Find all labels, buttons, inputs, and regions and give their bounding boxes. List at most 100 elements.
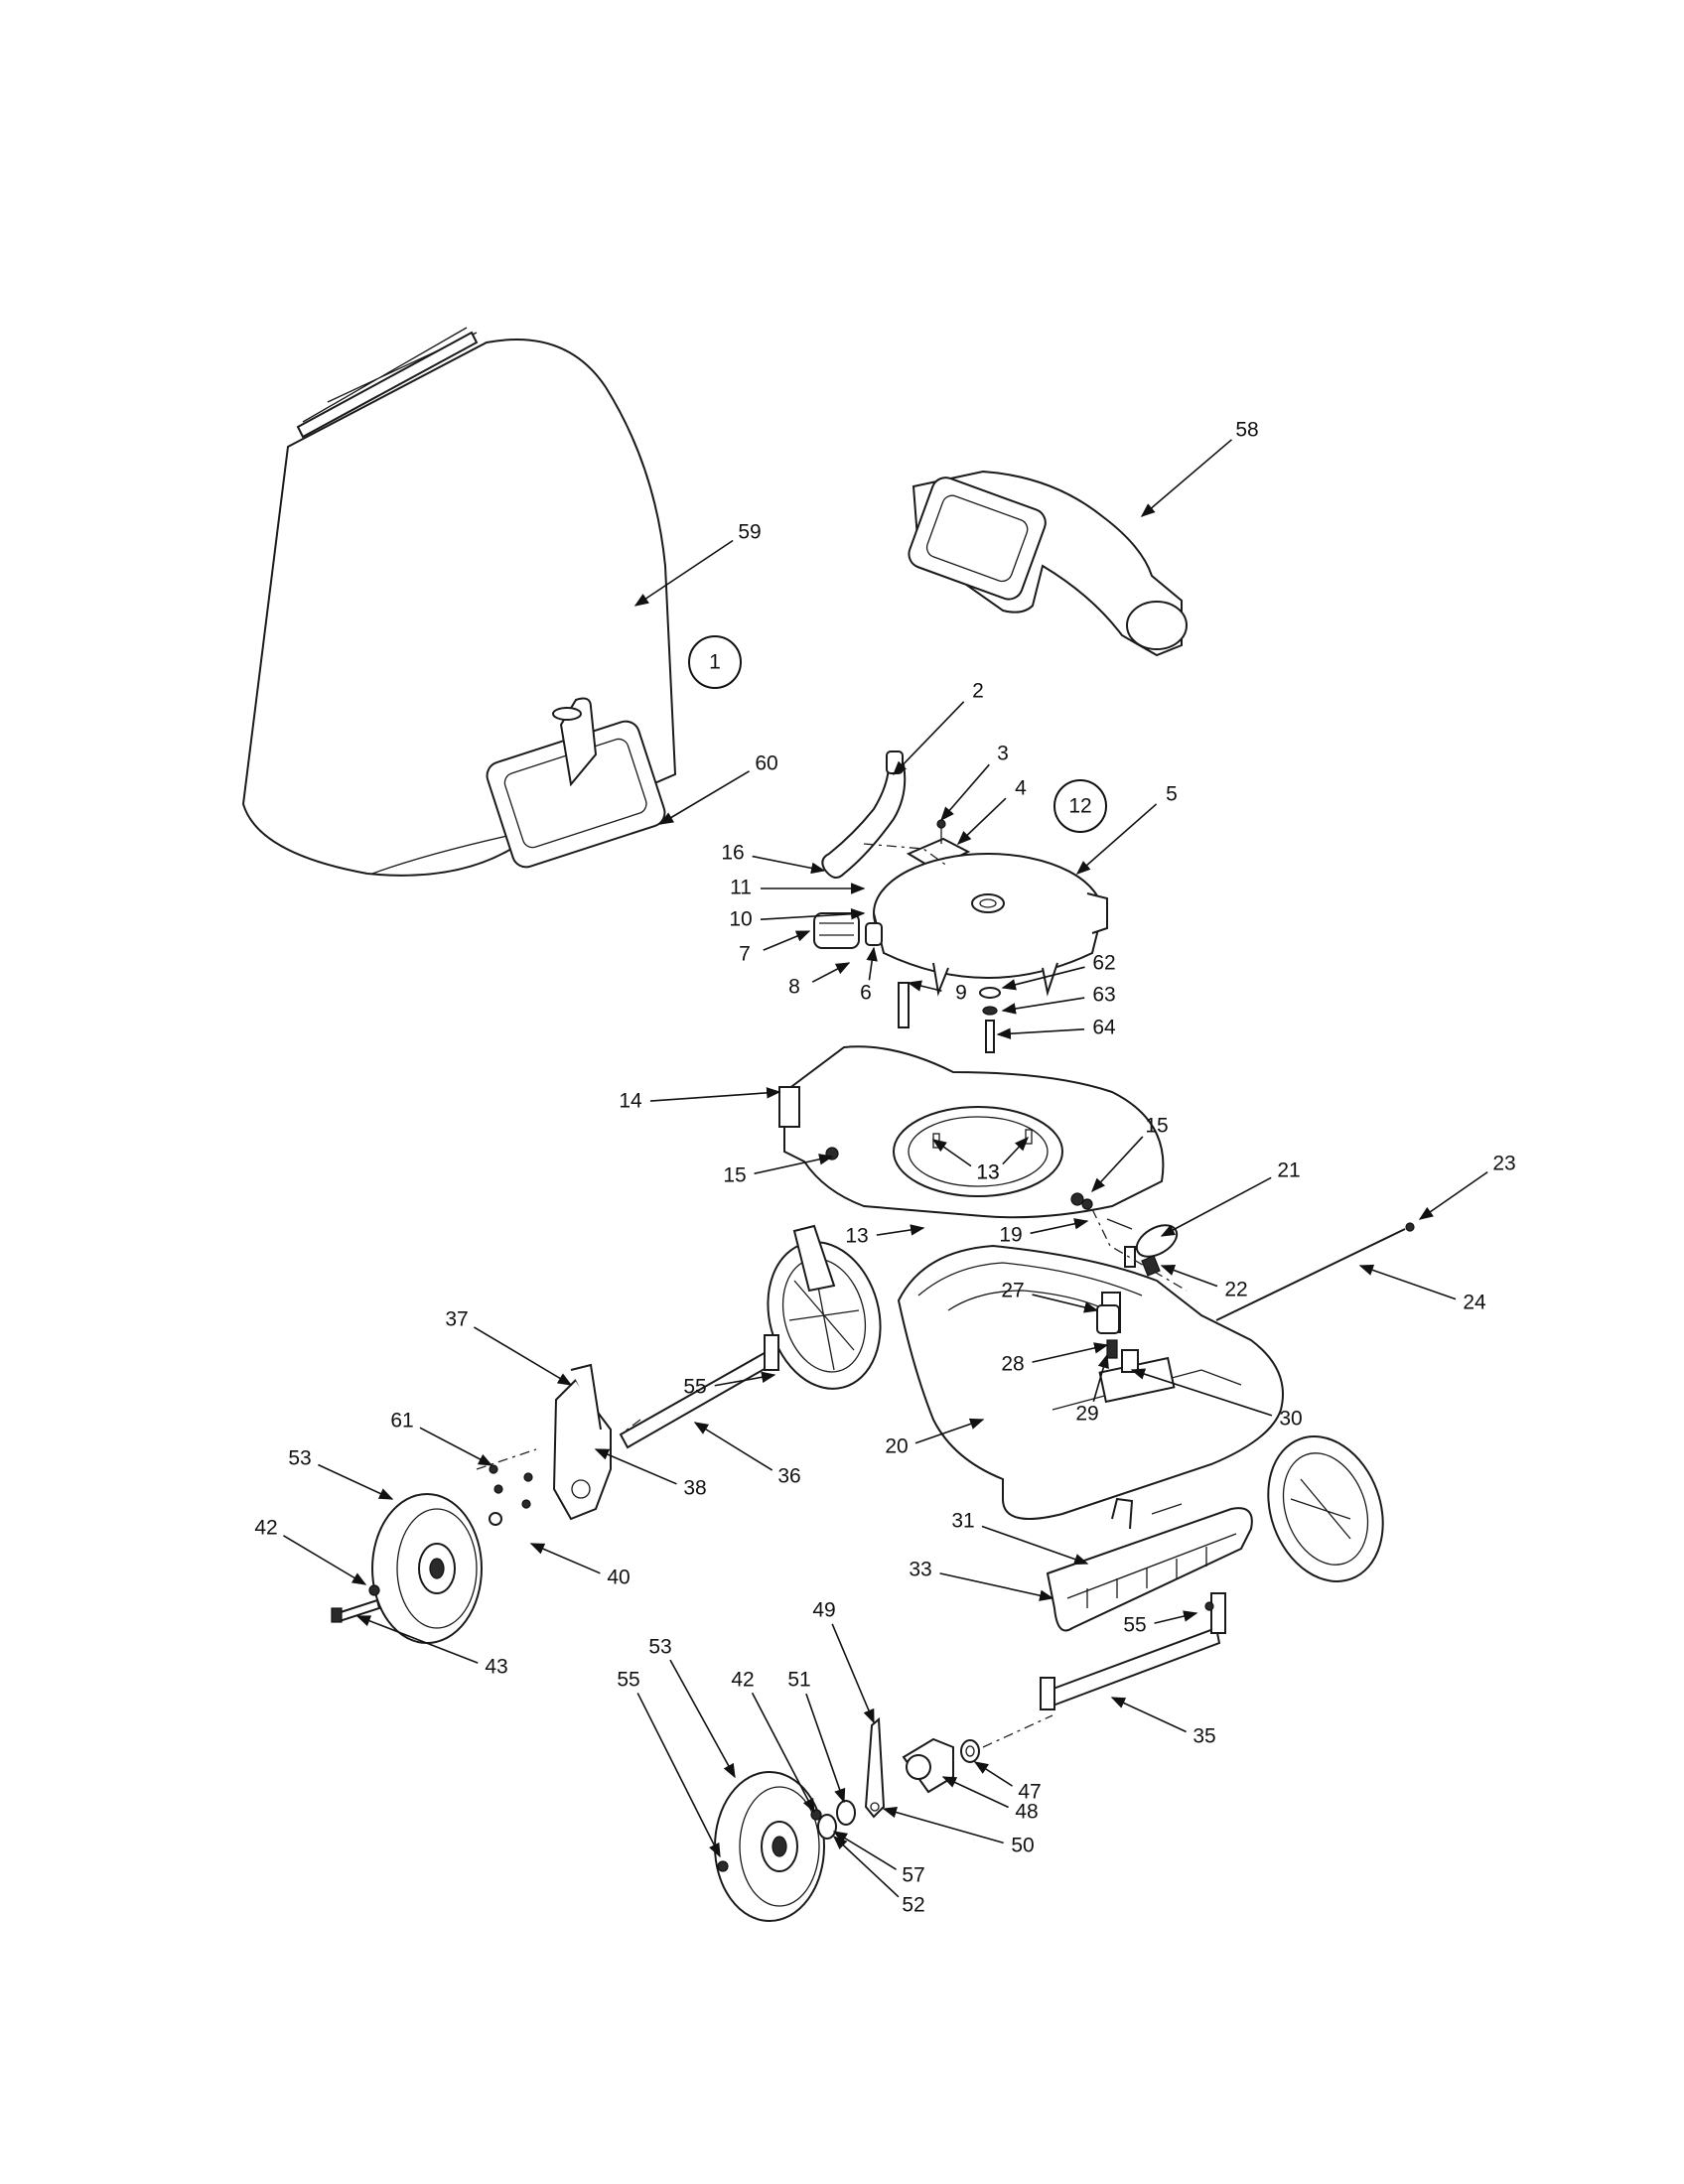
part-number-label: 13 — [976, 1161, 999, 1184]
leader-line — [1002, 1136, 1029, 1165]
part-number-label: 6 — [860, 982, 872, 1005]
leader-line — [419, 1427, 493, 1466]
part-number-label: 48 — [1015, 1801, 1038, 1824]
handle-part-2 — [821, 751, 907, 879]
leader-line — [1358, 1264, 1457, 1300]
leader-line — [882, 1807, 1004, 1844]
part-number-label: 37 — [445, 1308, 468, 1331]
leader-line — [1032, 1294, 1099, 1313]
leader-line — [763, 930, 811, 951]
leader-line — [973, 1761, 1014, 1787]
part-number-label: 30 — [1279, 1408, 1302, 1431]
part-number-label: 31 — [951, 1510, 974, 1533]
leader-line — [1154, 1610, 1198, 1624]
wheel-bracket-part-37 — [552, 1363, 612, 1521]
screws-part-61-40 — [489, 1464, 533, 1526]
part-number-label: 55 — [1123, 1614, 1146, 1637]
part-number-label: 21 — [1277, 1160, 1300, 1182]
part-number-label: 64 — [1092, 1017, 1116, 1039]
leader-line — [649, 1087, 781, 1102]
part-number-label: 40 — [607, 1567, 630, 1589]
part-number-label: 16 — [721, 842, 744, 865]
part-number-label: 5 — [1166, 783, 1178, 806]
leader-line — [811, 962, 851, 983]
leader-line — [832, 1831, 897, 1870]
latch-parts-27-30 — [1096, 1304, 1139, 1373]
centerline — [476, 1419, 641, 1470]
leader-line — [1130, 1368, 1273, 1417]
part-number-label: 42 — [731, 1669, 754, 1692]
leader-line — [1001, 966, 1085, 991]
leader-line — [914, 1418, 985, 1444]
group-callout-text: 1 — [709, 651, 721, 674]
rear-flap-part-33 — [1046, 1497, 1253, 1632]
group-callout-1: 1 — [688, 635, 742, 689]
part-number-label: 13 — [976, 1161, 999, 1184]
leader-line — [831, 1623, 875, 1724]
part-number-label: 57 — [902, 1864, 924, 1887]
part-number-label: 29 — [1075, 1403, 1098, 1426]
rear-axle-part-35 — [1040, 1592, 1226, 1710]
part-number-label: 8 — [788, 976, 800, 999]
part-number-label: 36 — [777, 1465, 800, 1488]
leader-line — [283, 1535, 367, 1585]
part-number-label: 10 — [729, 908, 752, 931]
part-number-label: 59 — [738, 521, 761, 544]
leader-lines — [283, 439, 1488, 1898]
part-number-label: 53 — [288, 1447, 311, 1470]
leader-line — [318, 1463, 394, 1500]
leader-line — [636, 1693, 721, 1858]
leader-line — [1418, 1170, 1488, 1220]
bag-frame-part-60 — [486, 697, 666, 869]
part-number-label: 19 — [999, 1224, 1022, 1247]
leader-line — [1140, 439, 1232, 517]
part-number-label: 14 — [619, 1090, 642, 1113]
leader-line — [1075, 803, 1158, 875]
centerline — [982, 1714, 1053, 1748]
part-number-label: 60 — [755, 752, 777, 775]
impeller-housing-part-14 — [778, 1045, 1165, 1219]
leader-line — [1030, 1218, 1089, 1235]
part-number-label: 20 — [885, 1435, 908, 1458]
leader-line — [892, 701, 965, 776]
leader-line — [1160, 1176, 1272, 1237]
front-wheel-part-53-upper — [371, 1493, 483, 1644]
leader-line — [940, 763, 990, 822]
part-number-label: 51 — [787, 1669, 810, 1692]
part-number-label: 38 — [683, 1477, 706, 1500]
leader-line — [760, 908, 866, 921]
leader-line — [751, 1692, 815, 1814]
part-number-label: 55 — [617, 1669, 639, 1692]
leader-line — [1032, 1342, 1109, 1363]
blade-part-7 — [813, 912, 883, 949]
part-number-label: 24 — [1463, 1292, 1486, 1314]
part-number-label: 2 — [972, 680, 984, 703]
front-axle-part-36 — [619, 1334, 779, 1449]
leader-line — [981, 1525, 1089, 1566]
hardware-part-62-64 — [898, 982, 1001, 1053]
part-number-label: 22 — [1224, 1279, 1247, 1301]
part-number-label: 9 — [955, 982, 967, 1005]
leader-line — [693, 1422, 773, 1471]
part-number-label: 15 — [1145, 1115, 1168, 1138]
part-number-label: 13 — [845, 1225, 868, 1248]
group-callout-text: 12 — [1068, 795, 1091, 818]
part-number-label: 11 — [730, 877, 752, 899]
leader-line — [355, 1615, 479, 1664]
discharge-chute-part-58 — [908, 470, 1188, 657]
height-rod-part-24 — [1215, 1222, 1415, 1321]
impeller-cover-part-5 — [873, 853, 1108, 997]
part-number-label: 62 — [1092, 952, 1115, 975]
part-number-label: 4 — [1015, 777, 1027, 800]
part-number-label: 55 — [1120, 1627, 1143, 1650]
leader-line — [941, 1776, 1009, 1809]
part-number-label: 43 — [485, 1656, 507, 1679]
part-number-label: 55 — [683, 1376, 706, 1399]
part-number-label: 7 — [739, 943, 751, 966]
leader-line — [1110, 1697, 1187, 1733]
rear-wheel-right — [1267, 1435, 1384, 1582]
part-number-label: 63 — [1092, 984, 1115, 1007]
leader-line — [1092, 1353, 1109, 1402]
